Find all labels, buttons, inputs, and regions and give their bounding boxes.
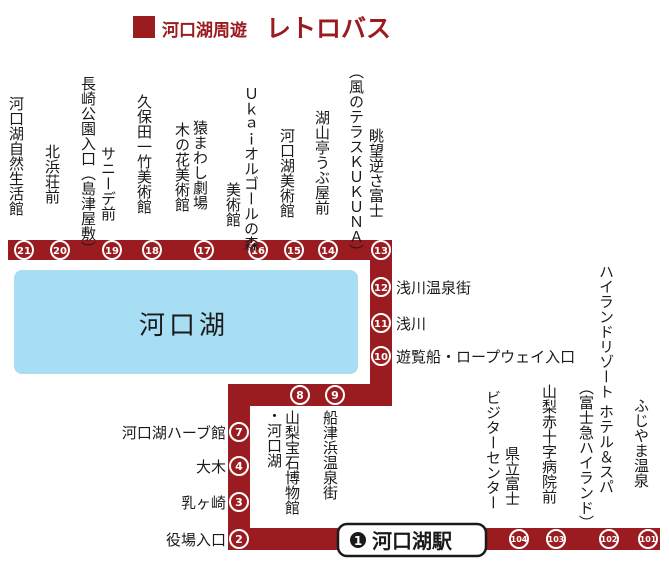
lake-shape	[14, 270, 358, 374]
station-17-marker[interactable]: 17	[194, 240, 214, 260]
station-102-label-a: ハイランドリゾート ホテル＆スパ	[597, 264, 615, 494]
station-labels-top: 河口湖自然生活館 北浜荘前 長崎公園入口（島津屋敷） サニーデ前 久保田一竹美術…	[7, 64, 385, 259]
station-102-label-b: （富士急ハイランド）	[577, 380, 595, 530]
station-16-label-b: 美術館	[224, 182, 242, 227]
station-11-marker[interactable]: 11	[371, 313, 391, 333]
station-markers: 21 20 19 18 17 16 15 14 13 12 11 10 9 8 …	[14, 240, 658, 549]
station-labels-bottom-right: ビジターセンター 県立富士 山梨赤十字病院前 （富士急ハイランド） ハイランドリ…	[484, 264, 650, 530]
station-14-marker[interactable]: 14	[318, 240, 338, 260]
station-10-label: 遊覧船・ロープウェイ入口	[396, 348, 575, 366]
station-101-marker[interactable]: 101	[638, 529, 658, 549]
station-3-marker[interactable]: 3	[229, 492, 249, 512]
svg-text:15: 15	[287, 246, 301, 257]
station-13-label-a: 眺望逆さ富士	[367, 128, 385, 218]
station-16-label-a: Ｕｋａｉオルゴールの森	[242, 86, 260, 251]
svg-text:16: 16	[251, 246, 265, 257]
header-square-icon	[133, 16, 155, 38]
svg-text:102: 102	[601, 535, 618, 544]
station-15-label: 河口湖美術館	[278, 128, 296, 218]
station-14-label: 湖山亭うぶ屋前	[313, 110, 331, 216]
svg-text:17: 17	[197, 246, 211, 257]
station-11-label: 浅川	[396, 315, 426, 333]
station-13-label-b: （風のテラスＫＵＫＵＮＡ）	[347, 64, 365, 259]
station-8-label-b: ・河口湖	[265, 408, 283, 469]
station-labels-right: 浅川温泉街 浅川 遊覧船・ロープウェイ入口	[396, 279, 575, 366]
header-title: レトロバス	[266, 14, 391, 43]
svg-text:9: 9	[331, 389, 339, 402]
station-7-label: 河口湖ハーブ館	[122, 424, 226, 442]
station-20-label: 北浜荘前	[43, 144, 61, 205]
station-104-label-a: ビジターセンター	[484, 390, 502, 510]
terminal-label: 河口湖駅	[372, 529, 452, 553]
header-prefix: 河口湖周遊	[162, 20, 247, 41]
station-13-marker[interactable]: 13	[371, 240, 391, 260]
svg-text:21: 21	[17, 246, 31, 257]
svg-text:104: 104	[511, 535, 528, 544]
svg-text:103: 103	[548, 535, 565, 544]
station-12-label: 浅川温泉街	[396, 279, 471, 297]
svg-text:11: 11	[374, 319, 388, 330]
svg-text:18: 18	[145, 246, 159, 257]
station-103-marker[interactable]: 103	[546, 529, 566, 549]
station-10-marker[interactable]: 10	[371, 346, 391, 366]
station-18-marker[interactable]: 18	[142, 240, 162, 260]
station-4-marker[interactable]: 4	[229, 456, 249, 476]
station-18-label: 久保田一竹美術館	[135, 94, 153, 214]
station-17-label-a: 猿まわし劇場	[191, 120, 209, 210]
svg-text:13: 13	[374, 246, 388, 257]
station-103-label: 山梨赤十字病院前	[540, 384, 558, 505]
svg-text:12: 12	[374, 283, 388, 294]
svg-text:20: 20	[53, 246, 67, 257]
svg-text:101: 101	[640, 535, 657, 544]
station-19-label-a: 長崎公園入口（島津屋敷）	[79, 76, 97, 256]
svg-text:19: 19	[105, 246, 119, 257]
station-19-marker[interactable]: 19	[102, 240, 122, 260]
station-21-marker[interactable]: 21	[14, 240, 34, 260]
svg-text:10: 10	[374, 352, 388, 363]
station-101-label: ふじやま温泉	[632, 398, 650, 488]
svg-text:2: 2	[235, 533, 243, 546]
station-8-marker[interactable]: 8	[290, 385, 310, 405]
station-2-label: 役場入口	[166, 531, 226, 549]
station-17-label-b: 木の花美術館	[173, 122, 191, 212]
svg-text:14: 14	[321, 246, 335, 257]
station-9-marker[interactable]: 9	[325, 385, 345, 405]
station-21-label: 河口湖自然生活館	[7, 96, 25, 216]
station-2-marker[interactable]: 2	[229, 529, 249, 549]
station-104-label-b: 県立富士	[503, 446, 521, 506]
station-16-marker[interactable]: 16	[248, 240, 268, 260]
station-15-marker[interactable]: 15	[284, 240, 304, 260]
svg-text:7: 7	[235, 426, 243, 439]
svg-text:8: 8	[296, 389, 304, 402]
station-8-label-a: 山梨宝石博物館	[283, 410, 301, 515]
station-12-marker[interactable]: 12	[371, 277, 391, 297]
svg-text:3: 3	[235, 496, 243, 509]
station-4-label: 大木	[196, 458, 226, 476]
lake-label: 河口湖	[139, 311, 229, 341]
station-labels-left: 河口湖ハーブ館 大木 乳ヶ崎 役場入口	[122, 424, 226, 549]
terminal-kawaguchiko-station[interactable]: 1 河口湖駅	[336, 522, 488, 558]
station-labels-middle: 山梨宝石博物館 ・河口湖 船津浜温泉街	[265, 408, 339, 515]
svg-text:4: 4	[235, 460, 243, 473]
station-104-marker[interactable]: 104	[509, 529, 529, 549]
station-9-label: 船津浜温泉街	[321, 410, 339, 500]
station-3-label: 乳ヶ崎	[181, 494, 226, 512]
station-7-marker[interactable]: 7	[229, 422, 249, 442]
station-102-marker[interactable]: 102	[599, 529, 619, 549]
terminal-number: 1	[354, 534, 362, 548]
station-20-marker[interactable]: 20	[50, 240, 70, 260]
station-19-label-b: サニーデ前	[99, 146, 117, 222]
